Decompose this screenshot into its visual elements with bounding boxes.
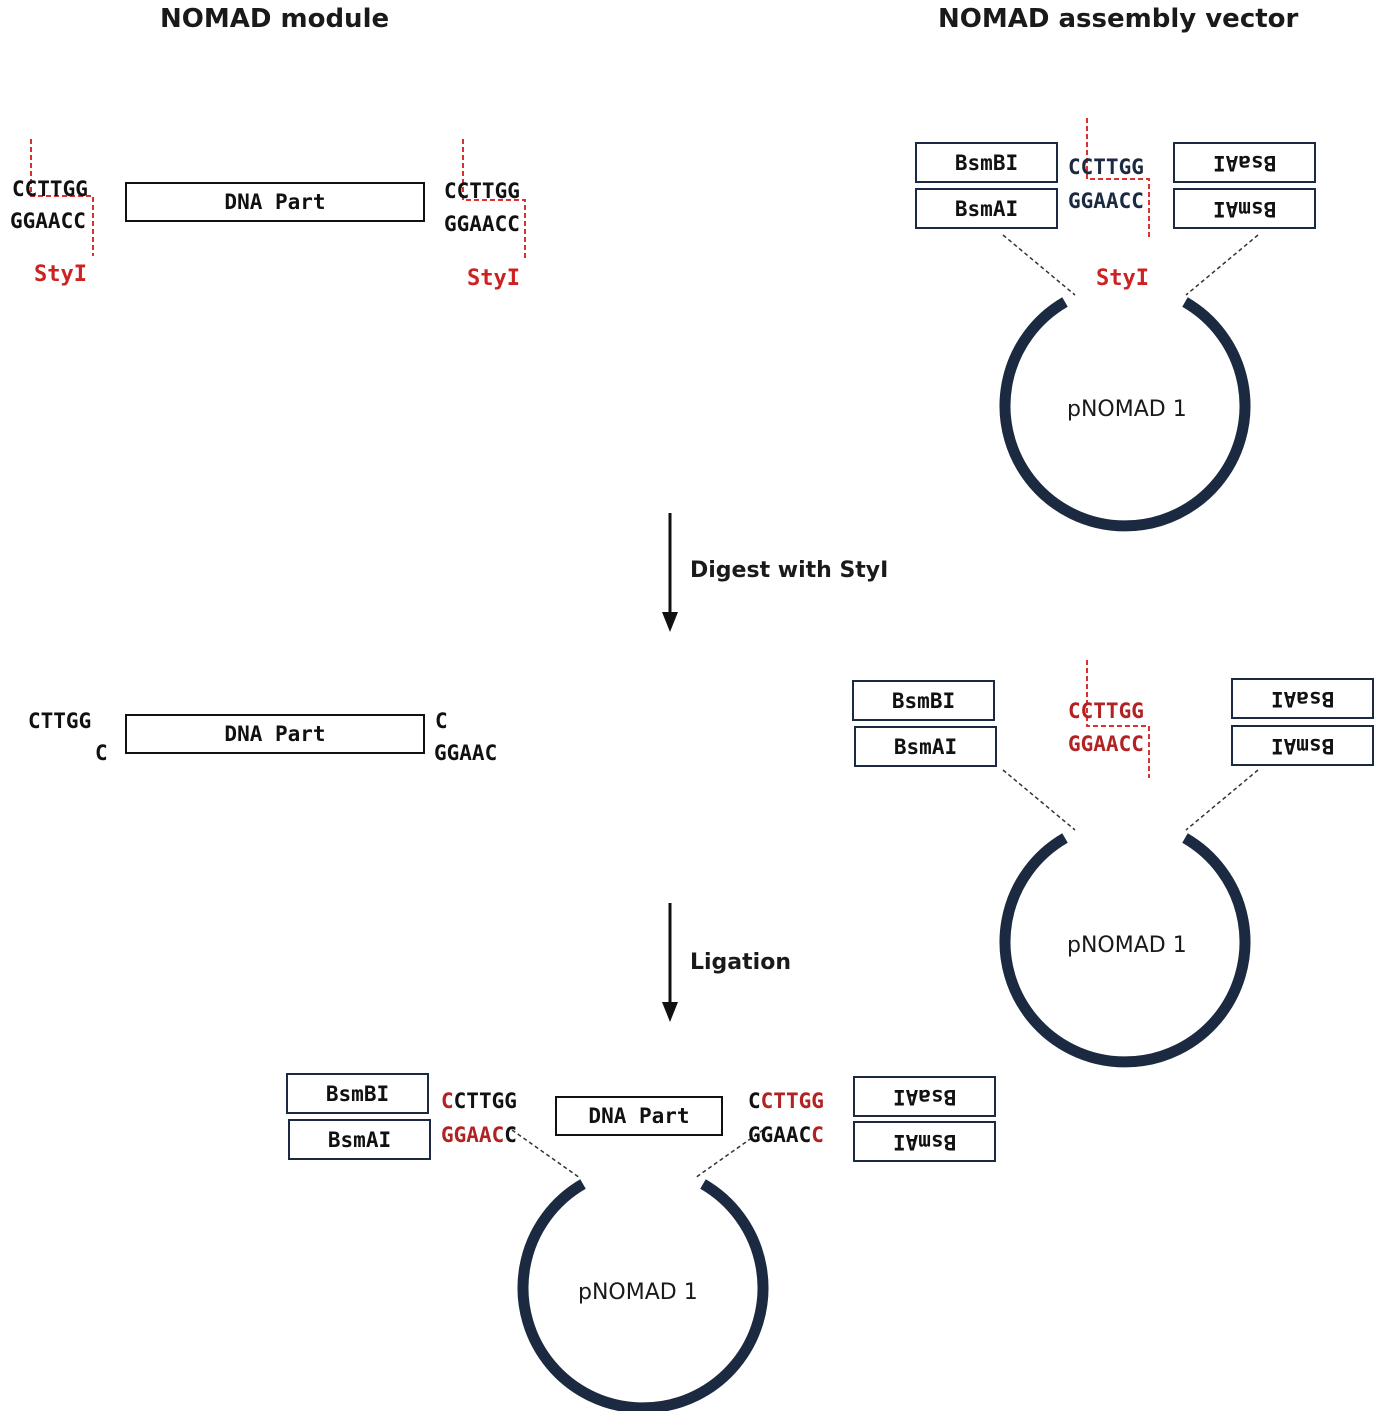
vector-mid-top-seq: CCTTGG — [1068, 699, 1144, 723]
plasmid-label-mid: pNOMAD 1 — [1067, 933, 1187, 958]
plasmid-label-top: pNOMAD 1 — [1067, 397, 1187, 422]
ligated-right-top-seq: CCTTGG — [748, 1089, 824, 1113]
bsmbi-box: BsmBI — [915, 142, 1058, 183]
enzyme-label-left: StyI — [34, 262, 87, 287]
bsaai-box-flipped-ligated: BsaAI — [853, 1076, 996, 1117]
bsmai-flipped-ligated-label: BsmAI — [892, 1129, 957, 1154]
dna-part-box: DNA Part — [125, 182, 425, 222]
step-digest-label: Digest with StyI — [690, 558, 889, 583]
connector-line — [1002, 234, 1076, 296]
digested-right-bottom-seq: GGAAC — [434, 741, 498, 765]
bsmai-box-flipped-ligated: BsmAI — [853, 1121, 996, 1162]
cut-line-vector-mid — [1086, 660, 1150, 778]
enzyme-label-vector: StyI — [1096, 266, 1149, 291]
module-left-top-seq: CCTTGG — [12, 177, 88, 201]
digested-left-top-seq: CTTGG — [28, 709, 92, 733]
ligated-left-bottom-seq: GGAACC — [441, 1123, 517, 1147]
digested-left-bottom-seq: C — [95, 741, 108, 765]
vector-mid-bottom-seq: GGAACC — [1068, 732, 1144, 756]
module-header: NOMAD module — [160, 4, 390, 34]
bsmbi-box-ligated: BsmBI — [286, 1073, 429, 1114]
bsmai-box-ligated: BsmAI — [288, 1119, 431, 1160]
dna-part-box-ligated: DNA Part — [555, 1096, 723, 1136]
vector-bottom-seq: GGAACC — [1068, 189, 1144, 213]
connector-line — [1185, 769, 1259, 831]
module-left-bottom-seq: GGAACC — [10, 209, 86, 233]
ligated-left-top-seq: CCTTGG — [441, 1089, 517, 1113]
bsaai-mid-label: BsaAI — [1270, 686, 1335, 711]
bsmai-flipped-label: BsmAI — [1212, 196, 1277, 221]
bsaai-box-flipped: BsaAI — [1173, 142, 1316, 183]
module-right-top-seq: CCTTGG — [444, 179, 520, 203]
step-ligation-label: Ligation — [690, 950, 791, 975]
bsmbi-box-mid: BsmBI — [852, 680, 995, 721]
plasmid-arc-vector-mid — [999, 833, 1251, 1068]
arrow-ligation — [662, 903, 678, 1022]
plasmid-label-ligated: pNOMAD 1 — [578, 1280, 698, 1305]
bsaai-ligated-label: BsaAI — [892, 1084, 957, 1109]
ligated-right-bottom-seq: GGAACC — [748, 1123, 824, 1147]
bsmai-box-flipped-mid: BsmAI — [1231, 725, 1374, 766]
dna-part-box-digested: DNA Part — [125, 714, 425, 754]
digested-right-top-seq: C — [435, 709, 448, 733]
arrow-digest — [662, 513, 678, 632]
bsaai-box-flipped-mid: BsaAI — [1231, 678, 1374, 719]
module-right-bottom-seq: GGAACC — [444, 212, 520, 236]
vector-header: NOMAD assembly vector — [938, 4, 1299, 34]
plasmid-arc-vector-top — [999, 297, 1251, 532]
connector-line — [1185, 234, 1259, 296]
connector-line — [1002, 769, 1076, 831]
bsmai-flipped-mid-label: BsmAI — [1270, 733, 1335, 758]
bsmai-box: BsmAI — [915, 188, 1058, 229]
bsmai-box-mid: BsmAI — [854, 726, 997, 767]
cut-line-left — [30, 139, 94, 256]
vector-top-seq: CCTTGG — [1068, 155, 1144, 179]
cut-line-vector — [1086, 118, 1150, 237]
plasmid-arc-ligated — [517, 1179, 769, 1411]
cut-line-right — [462, 139, 526, 258]
bsmai-box-flipped: BsmAI — [1173, 188, 1316, 229]
bsaai-label: BsaAI — [1212, 150, 1277, 175]
connector-line — [511, 1129, 581, 1179]
enzyme-label-right: StyI — [467, 266, 520, 291]
